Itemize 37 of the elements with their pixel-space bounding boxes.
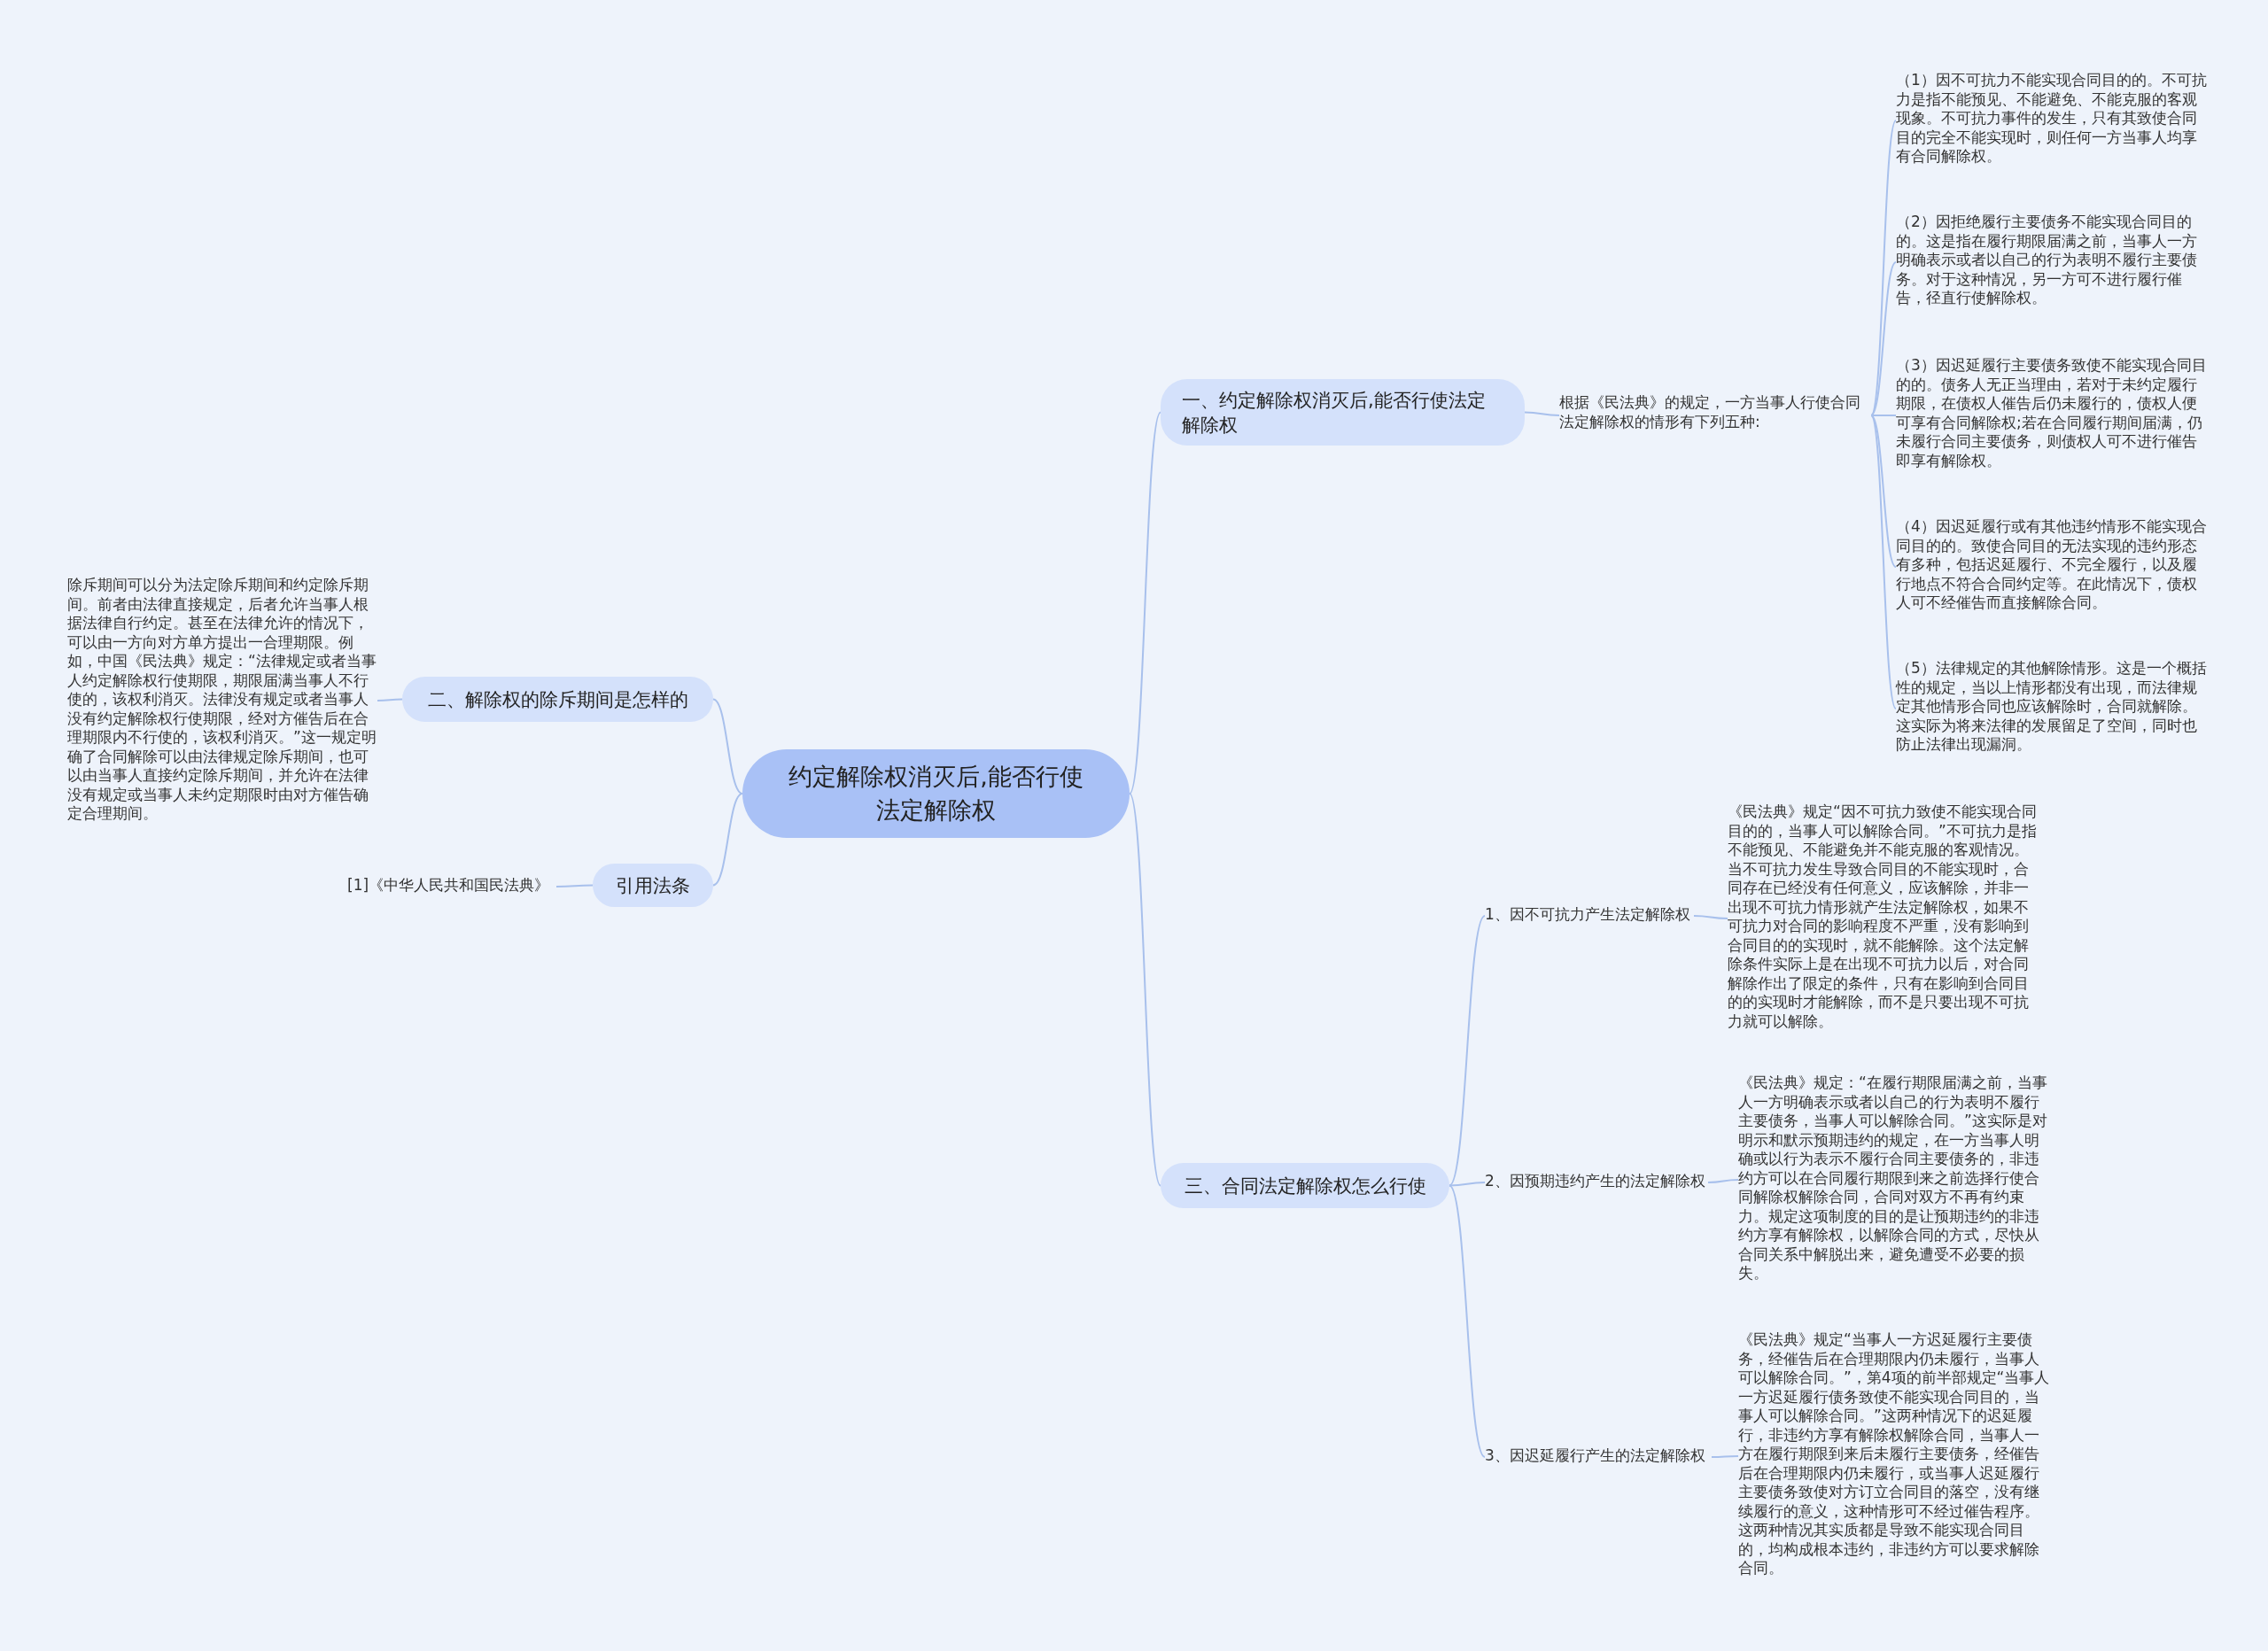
connector-line xyxy=(1870,415,1897,568)
connector-line xyxy=(1870,415,1897,709)
connector-line xyxy=(1870,120,1897,416)
topic-pill: 引用法条 xyxy=(593,864,713,907)
connector-line xyxy=(1870,415,1897,416)
connector-line xyxy=(1870,261,1897,416)
topic-text: （3）因迟延履行主要债务致使不能实现合同目的的。债务人无正当理由，若对于未约定履行期限，在债权人催告后仍未履行的，债权人便可享有合同解除权;若在合同履行期间届满，仍未履行合同主要债务，则债权人可不进行催告即享有解除权。 xyxy=(1896,356,2208,475)
topic-text: 2、因预期违约产生的法定解除权 xyxy=(1485,1172,1708,1193)
connector-line xyxy=(1449,1184,1486,1458)
topic-pill: 二、解除权的除斥期间是怎样的 xyxy=(402,677,713,722)
connector-line xyxy=(1449,1182,1486,1187)
connector-line xyxy=(712,698,743,794)
connector-line xyxy=(1707,1179,1739,1183)
topic-text: [1]《中华人民共和国民法典》 xyxy=(347,876,556,897)
connector-line xyxy=(1711,1455,1739,1458)
connector-line xyxy=(1693,915,1728,919)
topic-text: （4）因迟延履行或有其他违约情形不能实现合同目的的。致使合同目的无法实现的违约形态有多种，包括迟延履行、不完全履行，以及履行地点不符合合同约定等。在此情况下，债权人可不经催告而直接解除合同。 xyxy=(1896,517,2208,616)
connector-line xyxy=(1129,411,1161,794)
central-topic: 约定解除权消灭后,能否行使法定解除权 xyxy=(742,749,1130,838)
connector-line xyxy=(377,698,403,701)
topic-text: 3、因迟延履行产生的法定解除权 xyxy=(1485,1446,1712,1468)
connector-line xyxy=(1524,411,1560,416)
topic-text: 《民法典》规定“当事人一方迟延履行主要债务，经催告后在合理期限内仍未履行，当事人可以解除合同。”，第4项的前半部规定“当事人一方迟延履行债务致使不能实现合同目的，当事人可以解除合同。”这两种情况下的迟延履行，非违约方享有解除权解除合同，当事人一方在履行期限到来后未履行主要债务，经催告后在合理期限内仍未履行，或当事人迟延履行主要债务致使对方订立合同目的落空，没有继续履行的意义，这种情形可不经过催告程序。这两种情况其实质都是导致不能实现合同目的，均构成根本违约，非违约方可以要求解除合同。 xyxy=(1738,1330,2050,1582)
topic-pill: 三、合同法定解除权怎么行使 xyxy=(1161,1163,1449,1208)
topic-text: 根据《民法典》的规定，一方当事人行使合同法定解除权的情形有下列五种: xyxy=(1559,393,1871,438)
topic-pill: 一、约定解除权消灭后,能否行使法定解除权 xyxy=(1161,379,1525,446)
topic-text: 1、因不可抗力产生法定解除权 xyxy=(1485,905,1694,926)
connector-line xyxy=(555,884,594,888)
connector-line xyxy=(1449,915,1486,1187)
topic-text: （1）因不可抗力不能实现合同目的的。不可抗力是指不能预见、不能避免、不能克服的客观现象。不可抗力事件的发生，只有其致使合同目的完全不能实现时，则任何一方当事人均享有合同解除权。 xyxy=(1896,71,2208,170)
connector-line xyxy=(712,793,743,887)
topic-text: 除斥期间可以分为法定除斥期间和约定除斥期间。前者由法律直接规定，后者允许当事人根据法律自行约定。甚至在法律允许的情况下，可以由一方向对方单方提出一合理期限。例如，中国《民法典》规定：“法律规定或者当事人约定解除权行使期限，期限届满当事人不行使的，该权利消灭。法律没有规定或者当事人没有约定解除权行使期限，经对方催告后在合理期限内不行使的，该权利消灭。”这一规定明确了合同解除可以由法律规定除斥期间，也可以由当事人直接约定除斥期间，并允许在法律没有规定或当事人未约定期限时由对方催告确定合理期间。 xyxy=(67,576,377,826)
topic-text: 《民法典》规定“因不可抗力致使不能实现合同目的的，当事人可以解除合同。”不可抗力是指不能预见、不能避免并不能克服的客观情况。当不可抗力发生导致合同目的不能实现时，合同存在已经没有任何意义，应该解除，并非一出现不可抗力情形就产生法定解除权，如果不可抗力对合同的影响程度不严重，没有影响到合同目的的实现时，就不能解除。这个法定解除条件实际上是在出现不可抗力以后，对合同解除作出了限定的条件，只有在影响到合同目的的实现时才能解除，而不是只要出现不可抗力就可以解除。 xyxy=(1728,802,2039,1035)
topic-text: （2）因拒绝履行主要债务不能实现合同目的的。这是指在履行期限届满之前，当事人一方明确表示或者以自己的行为表明不履行主要债务。对于这种情况，另一方可不进行履行催告，径直行使解除权。 xyxy=(1896,213,2208,312)
connector-line xyxy=(1129,793,1161,1187)
topic-text: 《民法典》规定：“在履行期限届满之前，当事人一方明确表示或者以自己的行为表明不履行主要债务，当事人可以解除合同。”这实际是对明示和默示预期违约的规定，在一方当事人明确或以行为表示不履行合同主要债务的，非违约方可以在合同履行期限到来之前选择行使合同解除权解除合同，合同对双方不再有约束力。规定这项制度的目的是让预期违约的非违约方享有解除权，以解除合同的方式，尽快从合同关系中解脱出来，避免遭受不必要的损失。 xyxy=(1738,1074,2050,1286)
topic-text: （5）法律规定的其他解除情形。这是一个概括性的规定，当以上情形都没有出现，而法律规定其他情形合同也应该解除时，合同就解除。这实际为将来法律的发展留足了空间，同时也防止法律出现漏洞。 xyxy=(1896,659,2208,758)
